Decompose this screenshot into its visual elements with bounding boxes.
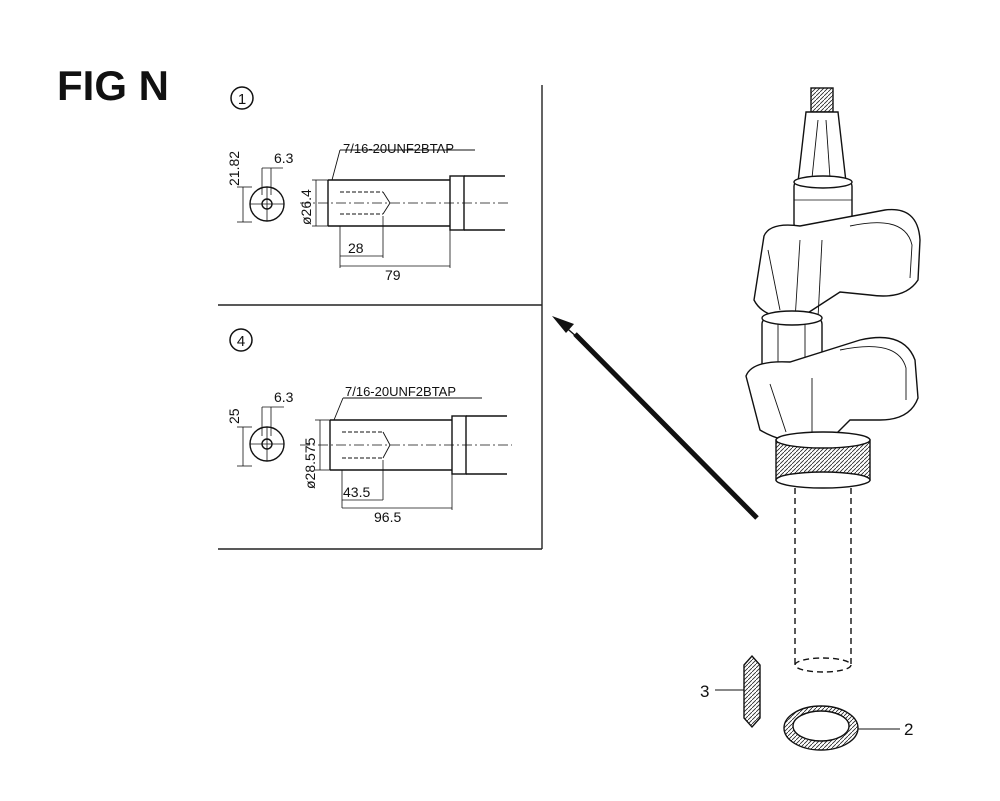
detail-4-end-view xyxy=(237,406,285,467)
detail-1-height-dim: 21.82 xyxy=(226,151,242,186)
part-label-key: 3 xyxy=(700,682,709,701)
detail-4: 4 25 6.3 xyxy=(226,328,512,525)
crankshaft-illustration xyxy=(745,87,921,673)
detail-1-end-view xyxy=(237,167,285,223)
detail-4-thread-spec: 7/16-20UNF2BTAP xyxy=(345,384,456,399)
detail-1-diameter-dim: ø26.4 xyxy=(298,189,314,225)
detail-1-badge: 1 xyxy=(230,86,254,110)
detail-4-side-view xyxy=(300,397,512,510)
part-label-washer: 2 xyxy=(904,720,913,739)
detail-4-diameter-dim: ø28.575 xyxy=(302,437,318,489)
detail-panel-frame xyxy=(218,85,543,550)
detail-1-thread-spec: 7/16-20UNF2BTAP xyxy=(343,141,454,156)
detail-4-badge: 4 xyxy=(229,328,253,352)
detail-1-depth-dim: 28 xyxy=(348,240,364,256)
figure-title: FIG N xyxy=(57,62,169,109)
detail-1-side-view xyxy=(300,149,510,268)
woodruff-key xyxy=(715,654,761,729)
detail-1-key-dim: 6.3 xyxy=(274,150,294,166)
detail-4-height-dim: 25 xyxy=(226,408,242,424)
washer xyxy=(783,705,900,751)
detail-4-depth-dim: 43.5 xyxy=(343,484,370,500)
detail-4-number: 4 xyxy=(237,333,245,350)
detail-4-length-dim: 96.5 xyxy=(374,509,401,525)
detail-1-length-dim: 79 xyxy=(385,267,401,283)
detail-4-key-dim: 6.3 xyxy=(274,389,294,405)
callout-arrow xyxy=(552,316,759,520)
detail-1: 1 21.82 6.3 xyxy=(226,86,510,283)
detail-1-number: 1 xyxy=(238,91,246,108)
